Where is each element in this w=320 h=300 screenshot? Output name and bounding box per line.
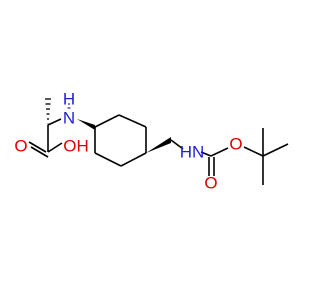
atom-o-carbonyl-acid: O xyxy=(14,137,27,156)
bond-cquat-me-right xyxy=(262,143,289,157)
atom-h-carbamate: HN xyxy=(180,143,205,162)
hashed-bond-methyl xyxy=(45,98,51,125)
bond-ch2-n xyxy=(170,139,184,150)
hashed-bond-nh xyxy=(67,103,71,109)
atom-oh-acid: OH xyxy=(63,137,89,156)
wedge-n-ring xyxy=(77,119,95,130)
atom-h-amine: H xyxy=(63,90,75,109)
atom-labels: H N O OH HN N O O xyxy=(14,90,242,193)
bond-ring-4-5 xyxy=(120,152,147,167)
bond-cooh-oh xyxy=(47,142,63,153)
bond-n-carbonyl xyxy=(200,151,212,157)
wedge-ring-ch2 xyxy=(146,137,171,153)
atom-n-amine: N xyxy=(63,109,75,128)
chemical-structure: H N O OH HN N O O xyxy=(0,0,300,300)
bond-cooh-double-o-b xyxy=(30,146,49,158)
background xyxy=(0,0,300,300)
bond-ring-2-3 xyxy=(118,114,147,128)
bond-cooh-double-o-a xyxy=(28,141,47,153)
bond-carbonyl-o-ester xyxy=(210,147,229,157)
atom-o-ester: O xyxy=(229,135,242,154)
bond-ring-5-6 xyxy=(94,152,122,167)
bond-ring-1-2 xyxy=(94,114,120,128)
atom-o-carbonyl-boc: O xyxy=(204,174,217,193)
bond-o-ester-cquat xyxy=(243,146,264,157)
bond-ca-n xyxy=(47,118,62,126)
bonds xyxy=(28,114,289,185)
